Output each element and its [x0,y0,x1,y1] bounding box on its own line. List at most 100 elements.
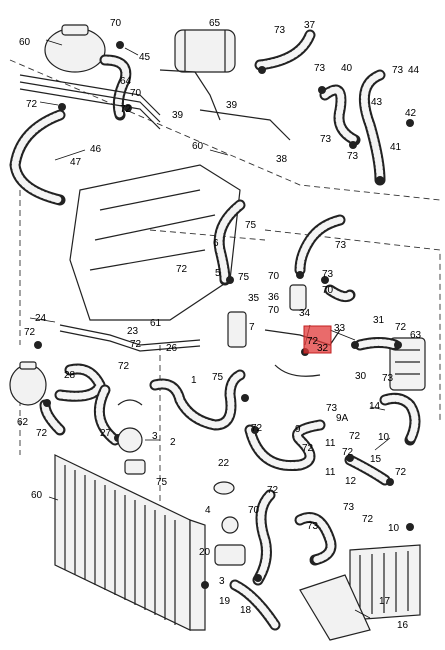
label-73-e: 73 [347,151,359,162]
label-10-b: 10 [388,523,400,534]
label-9A: 9A [336,413,349,424]
radiator [54,454,206,631]
label-15: 15 [370,454,382,465]
label-1: 1 [191,375,197,386]
label-11-a: 11 [325,438,336,449]
label-3-b: 3 [219,576,225,587]
label-72-c: 72 [176,264,188,275]
label-73-g: 73 [322,269,334,280]
label-72-f: 72 [130,339,142,350]
engine-block [69,164,241,321]
air-duct-17 [299,574,371,641]
label-72-b: 72 [120,104,132,115]
label-7: 7 [249,322,255,333]
label-73-f: 73 [335,240,347,251]
component-65 [174,29,236,73]
label-72-a: 72 [26,99,38,110]
leader-lines [29,39,391,619]
label-72-n: 72 [267,485,279,496]
label-70-f: 70 [248,505,260,516]
label-36: 36 [268,292,280,303]
label-32-highlighted: 32 [317,343,329,354]
radiator-fins [64,465,176,625]
label-60-b: 60 [192,141,204,152]
label-28: 28 [64,370,76,381]
label-73-b: 73 [314,63,326,74]
label-61: 61 [150,318,162,329]
label-14: 14 [369,401,381,412]
label-33: 33 [334,323,346,334]
label-17: 17 [379,596,391,607]
auxiliary-cooler-16 [349,544,421,621]
label-43: 43 [371,97,383,108]
fitting-22 [213,481,235,495]
label-35: 35 [248,293,260,304]
label-64: 64 [120,76,132,87]
label-72-highlighted: 72 [307,336,319,347]
label-65: 65 [209,18,221,29]
label-46: 46 [90,144,102,155]
label-60-c: 60 [31,490,43,501]
label-31: 31 [373,315,385,326]
label-70-e: 70 [268,305,280,316]
label-72-m: 72 [395,467,407,478]
label-70-b: 70 [130,88,142,99]
label-72-k: 72 [302,443,314,454]
label-73-c: 73 [392,65,404,76]
label-73-j: 73 [343,502,355,513]
valve-7 [227,311,247,348]
label-75-c: 75 [212,372,224,383]
label-40: 40 [341,63,353,74]
clamps [34,41,414,589]
label-34: 34 [299,308,311,319]
label-75-d: 75 [156,477,168,488]
label-20: 20 [199,547,211,558]
label-70-c: 70 [268,271,280,282]
label-72-o: 72 [362,514,374,525]
label-63: 63 [410,330,422,341]
reservoir-62 [9,361,47,406]
label-27: 27 [100,428,112,439]
label-73-d: 73 [320,134,332,145]
label-5: 5 [215,268,221,279]
label-42: 42 [405,108,417,119]
label-10-a: 10 [378,432,390,443]
label-72-i: 72 [251,423,263,434]
label-72-h: 72 [36,428,48,439]
label-72-j: 72 [349,431,361,442]
label-3-a: 3 [152,431,158,442]
fitting-3 [214,516,246,566]
label-70-a: 70 [110,18,122,29]
label-39-b: 39 [226,100,238,111]
label-12: 12 [345,476,357,487]
label-70-d: 70 [322,285,334,296]
label-30: 30 [355,371,367,382]
hoses [9,29,421,631]
label-72-l: 72 [342,447,354,458]
label-22: 22 [218,458,230,469]
label-11-b: 11 [325,467,336,478]
label-23: 23 [127,326,139,337]
label-72-e: 72 [395,322,407,333]
label-62: 62 [17,417,29,428]
label-73-h: 73 [382,373,394,384]
label-41: 41 [390,142,402,153]
label-6: 6 [213,238,219,249]
highlight-marker [303,325,332,354]
callout-labels: 70 65 73 37 60 45 73 40 73 44 64 70 72 3… [17,18,422,631]
label-45: 45 [139,52,151,63]
label-16: 16 [397,620,409,631]
label-38: 38 [276,154,288,165]
label-44: 44 [408,65,420,76]
label-2: 2 [170,437,176,448]
expansion-tank [44,24,106,73]
label-47: 47 [70,157,82,168]
label-75-a: 75 [245,220,257,231]
label-26: 26 [166,343,178,354]
label-60-a: 60 [19,37,31,48]
label-73-i: 73 [326,403,338,414]
label-73-a: 73 [274,25,286,36]
label-24: 24 [35,313,47,324]
label-75-b: 75 [238,272,250,283]
